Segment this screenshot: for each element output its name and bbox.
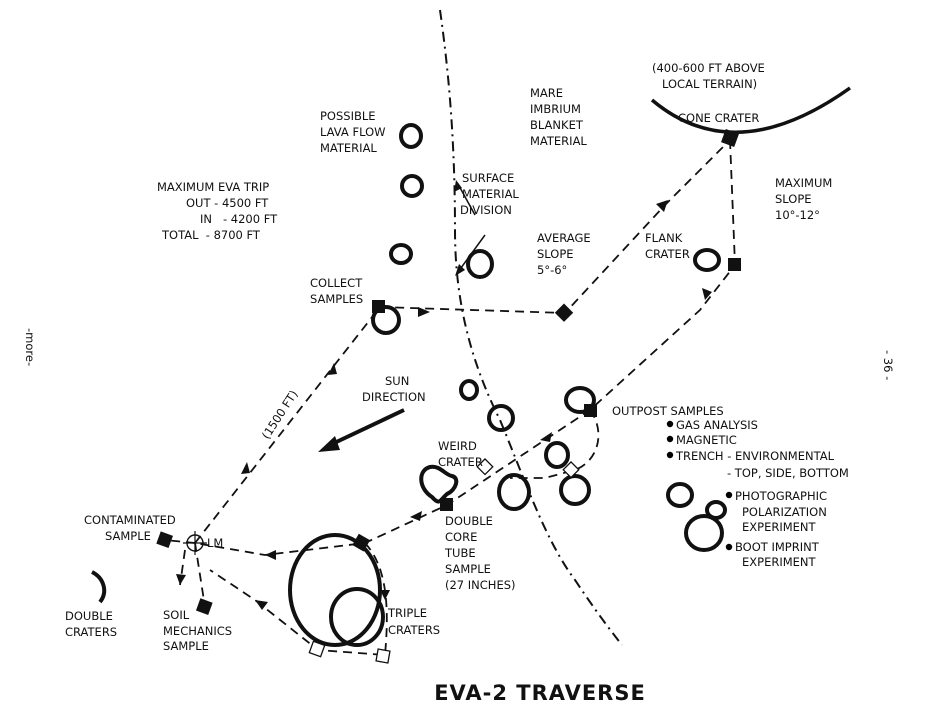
outpost-samples-label: OUTPOST SAMPLES GAS ANALYSIS MAGNETIC TR… [612, 404, 852, 569]
page-number: - 36 - [881, 350, 895, 380]
route-arrows [176, 200, 712, 610]
surface-division-line [439, 9, 623, 646]
diagram-title: EVA-2 TRAVERSE [434, 681, 646, 705]
eva-trip-label: MAXIMUM EVA TRIP OUT - 4500 FT IN - 4200… [157, 180, 281, 242]
lm-symbol-icon [183, 531, 207, 555]
margin-note-more: -more- [23, 328, 37, 366]
bullets [666, 420, 733, 551]
division-pointer-arrow [457, 234, 486, 273]
lm-label: LM [207, 536, 223, 550]
sun-direction-arrow [329, 408, 405, 447]
stations [156, 129, 741, 664]
cone-crater-label: (400-600 FT ABOVE LOCAL TERRAIN) CONE CR… [652, 61, 768, 125]
division-pointer-arrow [457, 183, 476, 216]
cone-crater-rim [650, 86, 852, 134]
